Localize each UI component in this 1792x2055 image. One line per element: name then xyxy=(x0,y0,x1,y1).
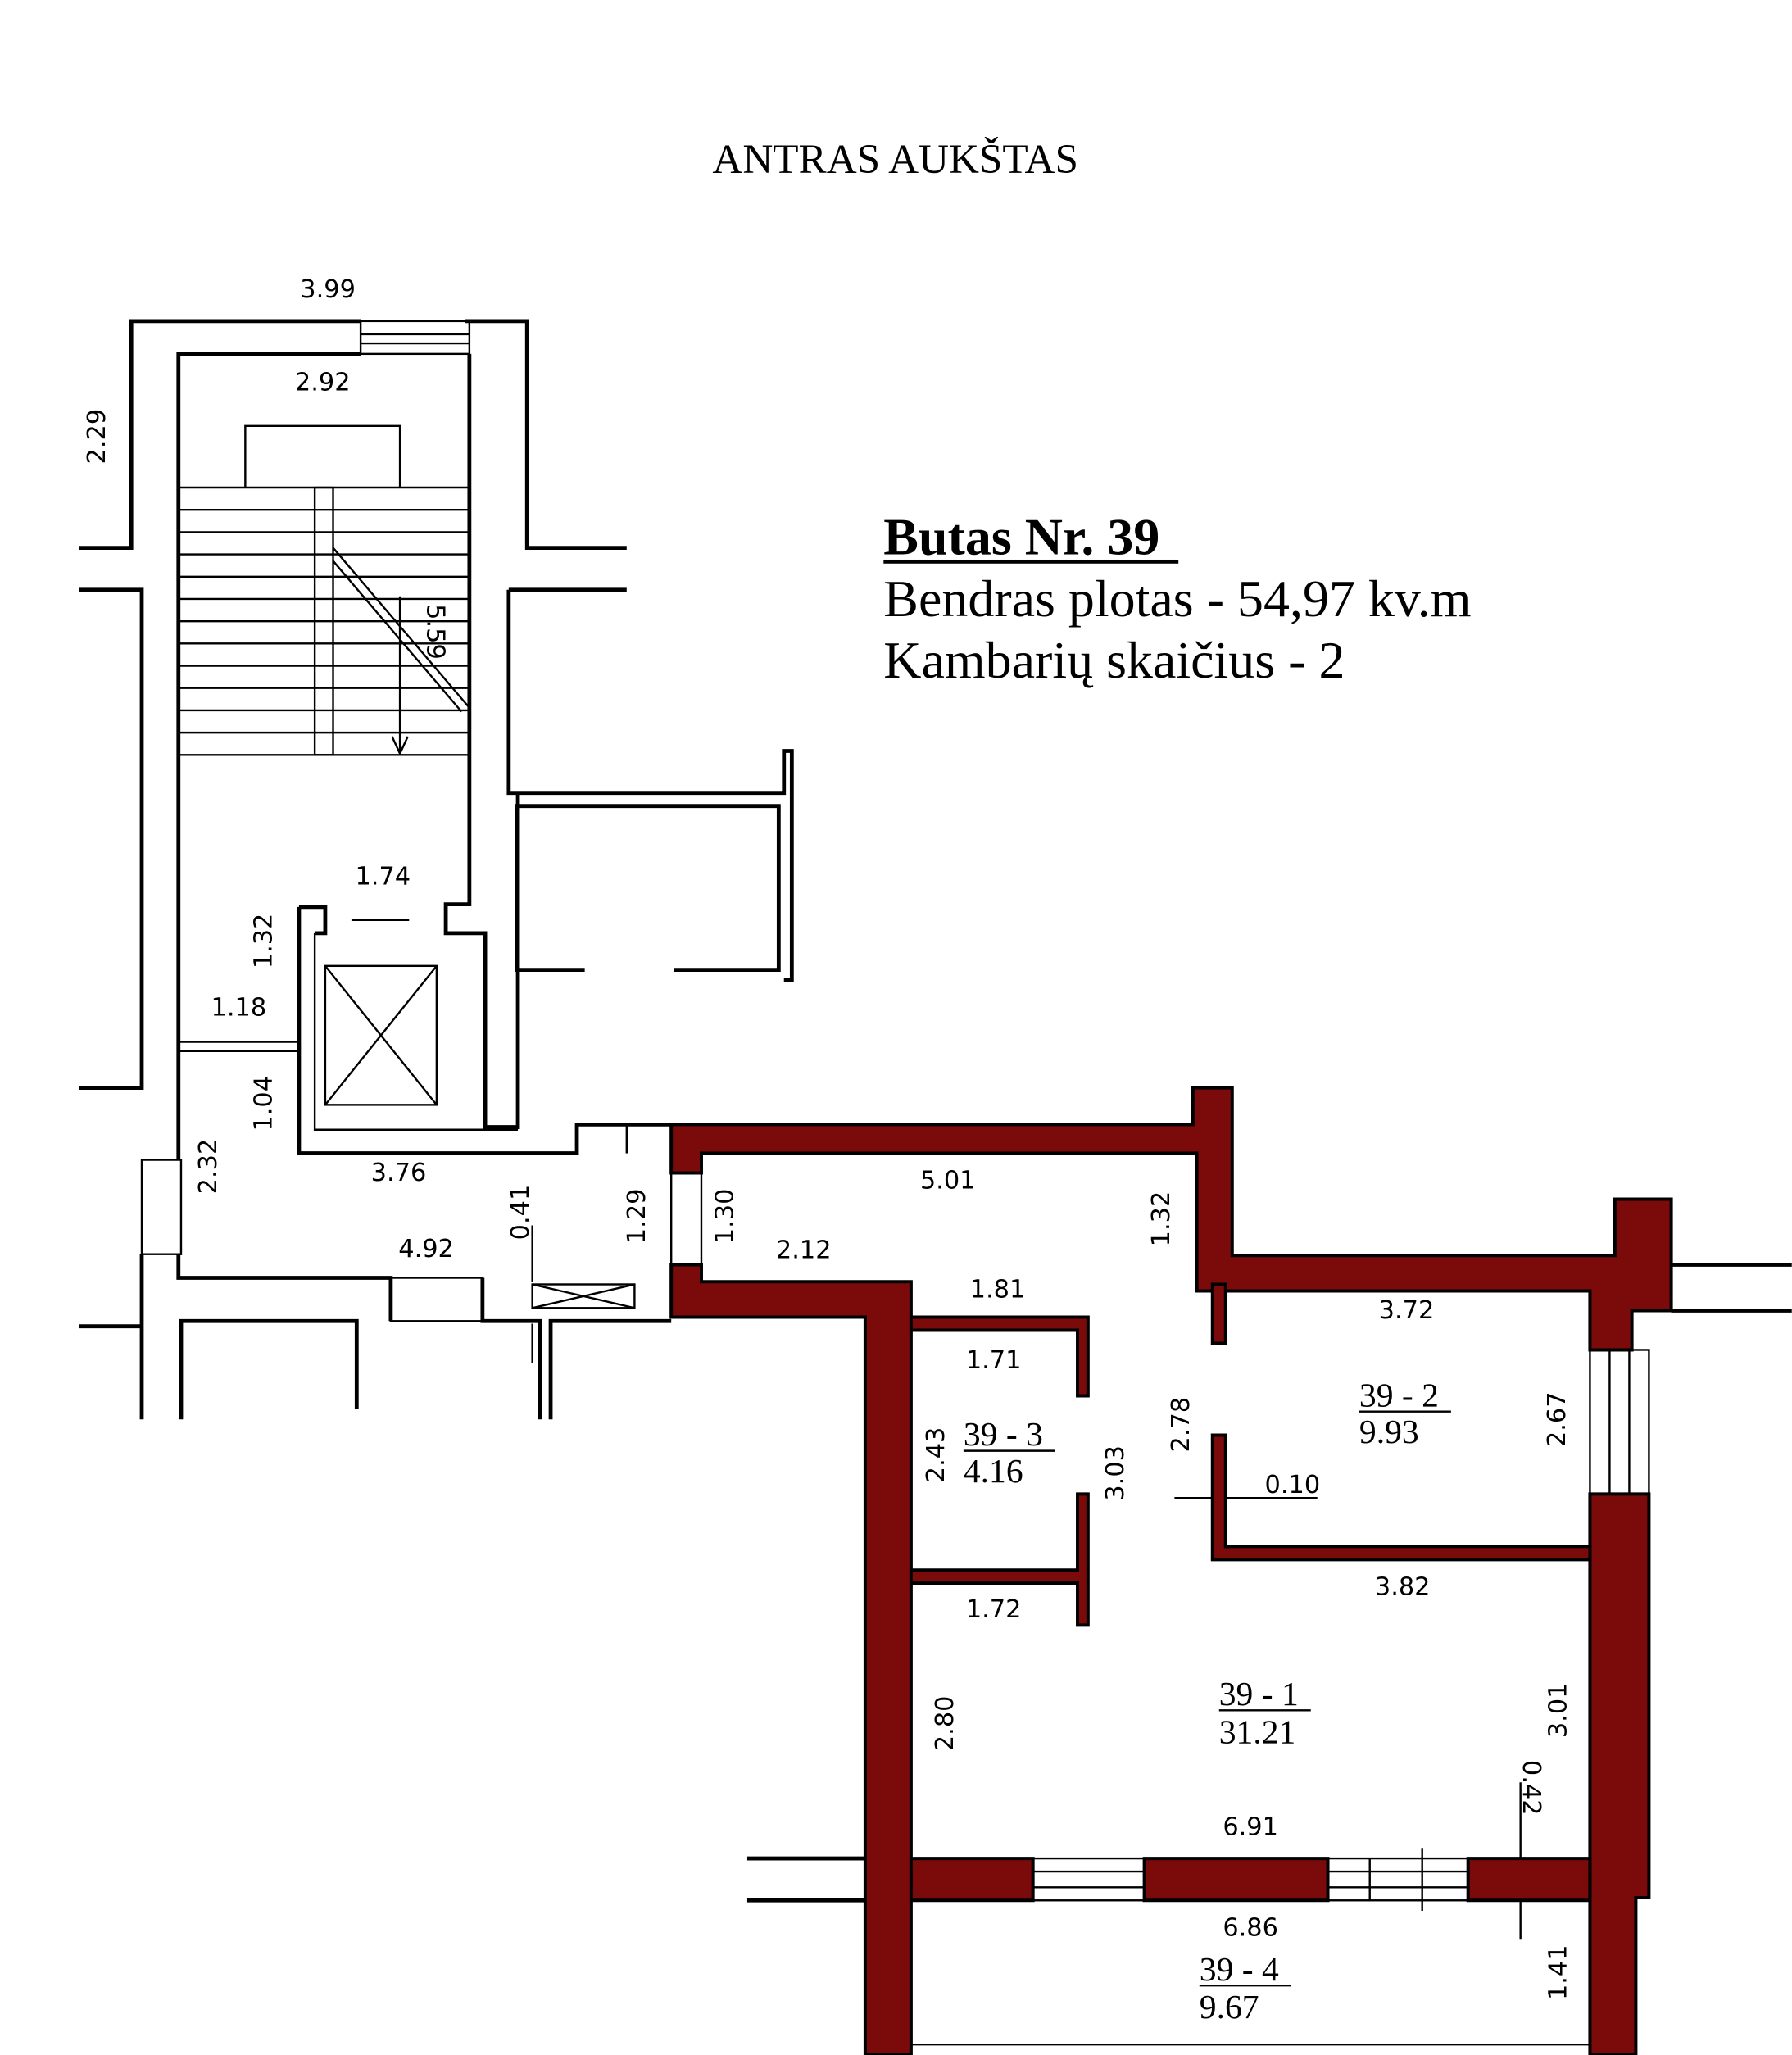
dimension-label: 1.71 xyxy=(966,1346,1022,1375)
dimension-label: 1.72 xyxy=(966,1595,1022,1624)
dimension-label: 6.91 xyxy=(1223,1812,1278,1841)
stair-steps xyxy=(178,486,470,756)
dimension-label: 6.86 xyxy=(1223,1913,1278,1942)
dimension-label: 2.29 xyxy=(83,409,111,465)
room-label-text: 39 - 3 xyxy=(964,1415,1043,1453)
room-label-39-4: 39 - 4 9.67 xyxy=(1199,1950,1291,2026)
dimension-labels: 3.99 2.92 2.29 5.59 1.74 1.32 1.18 1.04 … xyxy=(83,275,1572,2000)
dimension-label: 4.92 xyxy=(398,1235,454,1263)
dimension-label: 1.18 xyxy=(211,994,267,1023)
rooms-count: Kambarių skaičius - 2 xyxy=(883,631,1345,689)
dimension-label: 0.42 xyxy=(1517,1760,1545,1816)
room-label-39-3: 39 - 3 4.16 xyxy=(963,1415,1055,1490)
dimension-label: 1.32 xyxy=(249,914,278,969)
total-area: Bendras plotas - 54,97 kv.m xyxy=(883,569,1471,628)
floor-title: ANTRAS AUKŠTAS xyxy=(712,136,1078,183)
dimension-label: 2.78 xyxy=(1167,1397,1195,1453)
room-label-text: 9.93 xyxy=(1359,1413,1419,1450)
room-label-text: 39 - 2 xyxy=(1359,1376,1439,1413)
dimension-label: 3.03 xyxy=(1101,1445,1130,1501)
dimension-label: 2.12 xyxy=(776,1236,832,1265)
dimension-label: 3.72 xyxy=(1379,1296,1435,1325)
dimension-label: 2.80 xyxy=(931,1696,960,1752)
dimension-label: 3.76 xyxy=(371,1159,427,1187)
dimension-label: 5.01 xyxy=(920,1167,976,1195)
room-label-text: 4.16 xyxy=(964,1452,1023,1490)
room-label-text: 9.67 xyxy=(1200,1988,1259,2026)
dimension-label: 1.30 xyxy=(710,1189,739,1245)
dimension-label: 2.92 xyxy=(295,369,351,397)
dimension-label: 3.82 xyxy=(1375,1573,1431,1602)
dimension-label: 5.59 xyxy=(421,604,450,660)
dimension-label: 1.74 xyxy=(355,863,411,891)
dimension-label: 1.81 xyxy=(970,1275,1026,1304)
dimension-label: 2.32 xyxy=(194,1139,223,1195)
room-label-text: 31.21 xyxy=(1219,1712,1296,1750)
dimension-label: 0.10 xyxy=(1265,1471,1321,1499)
apartment-info: Butas Nr. 39 Bendras plotas - 54,97 kv.m… xyxy=(883,508,1471,689)
room-label-39-2: 39 - 2 9.93 xyxy=(1359,1376,1451,1450)
room-label-text: 39 - 1 xyxy=(1219,1675,1299,1712)
dimension-label: 2.67 xyxy=(1543,1391,1572,1447)
dimension-label: 2.43 xyxy=(922,1427,950,1483)
heading-underline xyxy=(883,559,1179,564)
dimension-label: 3.01 xyxy=(1545,1683,1573,1739)
dimension-label: 1.32 xyxy=(1147,1191,1176,1247)
dimension-label: 1.04 xyxy=(249,1076,278,1132)
service-room xyxy=(506,587,794,1309)
room-label-text: 39 - 4 xyxy=(1200,1950,1279,1988)
dimension-label: 3.99 xyxy=(300,275,356,304)
apartment-walls xyxy=(531,1086,1792,2055)
dimension-label: 0.41 xyxy=(506,1185,535,1241)
room-label-39-1: 39 - 1 31.21 xyxy=(1218,1675,1311,1750)
dimension-label: 1.41 xyxy=(1545,1944,1573,2000)
apartment-heading: Butas Nr. 39 xyxy=(883,508,1159,566)
stairwell xyxy=(79,319,672,1420)
dimension-label: 1.29 xyxy=(623,1189,651,1245)
